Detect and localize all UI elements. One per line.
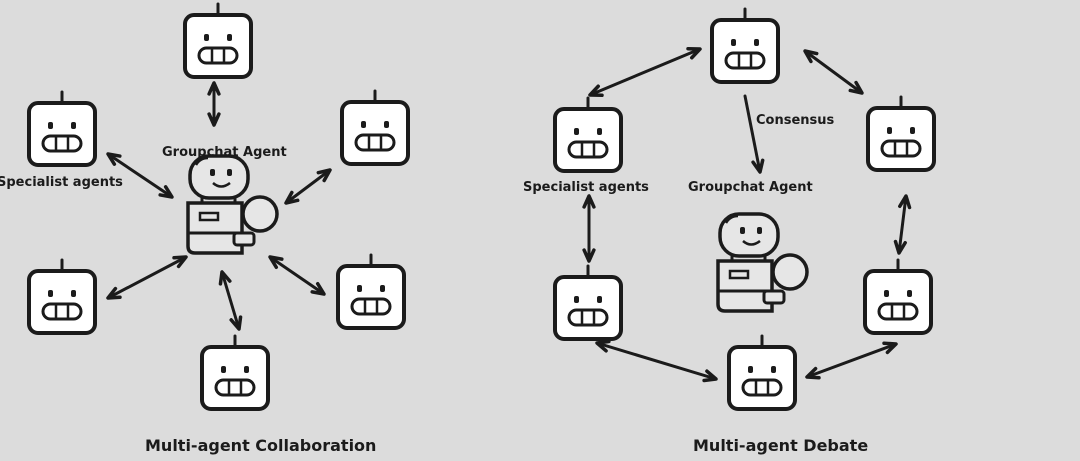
specialist-agent-icon [27, 258, 97, 335]
arrowhead [588, 84, 604, 98]
double-arrow [897, 194, 908, 255]
specialist-agent-icon [340, 89, 410, 166]
double-arrow [805, 342, 898, 379]
arrowhead [229, 315, 243, 331]
double-arrow [106, 152, 174, 199]
double-arrow [268, 255, 326, 296]
arrowhead [595, 339, 611, 353]
arrowhead [805, 366, 821, 380]
arrowhead [882, 341, 898, 355]
arrowhead [284, 190, 300, 205]
arrowhead [702, 369, 718, 383]
arrowhead [158, 185, 174, 199]
arrowhead [686, 46, 702, 60]
specialist-agent-icon [183, 2, 253, 79]
arrowhead [582, 248, 596, 263]
specialist-agents-label: Specialist agents [0, 175, 123, 190]
specialist-agent-icon [553, 96, 623, 173]
debate-title: Multi-agent Debate [693, 436, 869, 455]
arrowhead [751, 158, 765, 174]
arrowhead [893, 239, 907, 255]
arrowhead [310, 282, 326, 296]
groupchat-agent-label: Groupchat Agent [688, 180, 813, 195]
arrowhead [848, 80, 864, 95]
specialist-agent-icon [866, 95, 936, 172]
double-arrow [284, 168, 332, 205]
specialist-agent-icon [200, 334, 270, 411]
double-arrow [106, 255, 188, 300]
double-arrow [595, 341, 718, 381]
collaboration-title: Multi-agent Collaboration [145, 436, 377, 455]
double-arrow [588, 47, 702, 97]
arrowhead [106, 286, 122, 300]
arrowhead [898, 194, 912, 210]
groupchat-agent-label: Groupchat Agent [162, 145, 287, 160]
double-arrow [220, 270, 241, 331]
specialist-agent-icon [710, 7, 780, 84]
specialist-agent-icon [336, 253, 406, 330]
specialist-agents-label: Specialist agents [523, 180, 649, 195]
arrowhead [316, 168, 332, 183]
arrowhead [207, 81, 221, 96]
consensus-label: Consensus [756, 113, 835, 128]
arrowhead [268, 255, 284, 269]
arrowhead [207, 112, 221, 127]
arrowhead [218, 270, 232, 286]
specialist-agent-icon [727, 334, 797, 411]
arrowhead [172, 255, 188, 269]
groupchat-agent-icon [716, 212, 809, 313]
specialist-agent-icon [27, 90, 97, 167]
arrowhead [106, 152, 122, 166]
arrow [743, 94, 762, 174]
specialist-agent-icon [553, 264, 623, 341]
arrowhead [582, 194, 596, 209]
connection-arrows [106, 46, 912, 383]
double-arrow [803, 49, 864, 95]
arrowhead [803, 49, 819, 64]
groupchat-agent-icon [186, 154, 279, 255]
specialist-agent-icon [863, 258, 933, 335]
